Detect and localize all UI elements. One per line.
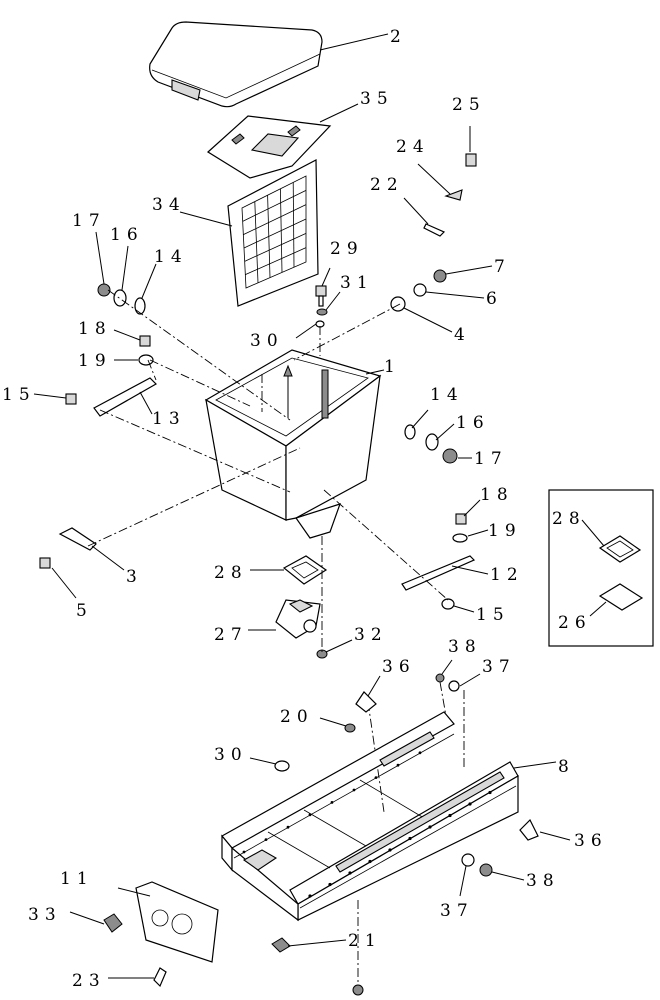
callout-8: 8 <box>558 757 575 777</box>
part-left-bolt <box>113 329 154 366</box>
frame-hole <box>448 813 452 818</box>
part-pin-assembly <box>403 126 477 237</box>
part-right-strap <box>401 555 489 613</box>
part-lid <box>149 21 323 108</box>
part-lower-left-bracket <box>39 527 125 599</box>
part-screen-plate <box>207 115 332 179</box>
callout-23: 23 <box>72 971 106 991</box>
callout-3: 3 <box>126 567 143 587</box>
part-outlet-base <box>248 599 353 659</box>
callout-30-lower: 30 <box>214 745 248 765</box>
part-upper-right-fasteners <box>390 265 493 333</box>
callout-26-inset: 26 <box>558 613 592 633</box>
frame-hole <box>330 801 334 804</box>
callout-24: 24 <box>396 137 430 157</box>
callout-19-upper: 19 <box>78 351 112 371</box>
part-right-bolt <box>452 499 489 543</box>
callout-5: 5 <box>76 601 93 621</box>
callout-14-upper: 14 <box>154 247 188 267</box>
callout-6: 6 <box>486 289 503 309</box>
callout-15-lower: 15 <box>476 605 510 625</box>
callout-15-upper: 15 <box>2 385 36 405</box>
callout-22: 22 <box>370 175 404 195</box>
callout-38-lower: 38 <box>526 871 560 891</box>
frame-hole <box>242 850 246 854</box>
callout-25: 25 <box>452 95 486 115</box>
screen-grid-line <box>243 218 307 249</box>
frame-hole <box>308 813 312 817</box>
part-side-plate <box>69 881 219 988</box>
part-lower-right-fasteners <box>404 409 472 464</box>
callout-37-upper: 37 <box>482 657 516 677</box>
part-frame-bolt-right <box>459 818 571 897</box>
part-left-bracket <box>33 377 157 417</box>
frame-hole <box>488 790 492 795</box>
callout-36-upper: 36 <box>382 657 416 677</box>
callout-2: 2 <box>390 27 407 47</box>
callout-33: 33 <box>28 905 62 925</box>
callout-16-lower: 16 <box>456 413 490 433</box>
screen-grid-line <box>242 189 307 222</box>
part-hopper <box>204 349 382 539</box>
frame-hole <box>468 802 472 806</box>
frame-hole <box>408 836 412 841</box>
inset-panel <box>548 489 654 647</box>
callout-35: 35 <box>360 89 394 109</box>
frame-hole <box>348 871 352 875</box>
callout-32: 32 <box>354 625 388 645</box>
screen-grid-line <box>245 247 307 276</box>
frame-hole <box>308 894 312 898</box>
callout-21: 21 <box>348 931 382 951</box>
callout-14-lower: 14 <box>430 385 464 405</box>
screen-grid-line <box>244 232 307 262</box>
part-upper-left-fasteners <box>95 231 157 315</box>
callout-28: 28 <box>214 563 248 583</box>
callout-30-upper: 30 <box>250 331 284 351</box>
callout-17-upper: 17 <box>72 211 106 231</box>
frame-hole <box>418 751 422 755</box>
frame-hole <box>352 788 356 792</box>
part-center-bolt-stack <box>295 267 341 339</box>
part-outlet-gasket <box>250 555 328 585</box>
frame-hole <box>368 859 372 864</box>
callout-34: 34 <box>152 195 186 215</box>
frame-hole <box>328 882 332 887</box>
frame-hole <box>374 776 378 779</box>
callout-7: 7 <box>494 257 511 277</box>
callout-28-inset: 28 <box>552 509 586 529</box>
callout-18-lower: 18 <box>480 485 514 505</box>
part-grid-screen <box>227 159 319 307</box>
callout-27: 27 <box>214 625 248 645</box>
callout-16-upper: 16 <box>110 225 144 245</box>
callout-18-upper: 18 <box>78 319 112 339</box>
callout-29: 29 <box>330 239 364 259</box>
part-frame-bolt-bottom <box>271 937 364 996</box>
callout-12: 12 <box>490 565 524 585</box>
callout-labels: 2 35 25 24 22 34 17 16 14 29 31 7 6 4 30… <box>2 27 608 991</box>
callout-13: 13 <box>152 409 186 429</box>
callout-31: 31 <box>340 273 374 293</box>
callout-19-lower: 19 <box>488 521 522 541</box>
callout-37-lower: 37 <box>440 901 474 921</box>
callout-1: 1 <box>384 357 401 377</box>
callout-17-lower: 17 <box>474 449 508 469</box>
frame-hole <box>428 825 432 829</box>
part-frame <box>221 711 519 922</box>
callout-38-upper: 38 <box>448 637 482 657</box>
part-frame-hardware <box>249 659 481 772</box>
callout-4: 4 <box>454 325 471 345</box>
frame-hole <box>286 825 290 829</box>
frame-hole <box>396 763 400 767</box>
frame-hole <box>388 848 392 852</box>
callout-11: 11 <box>60 869 94 889</box>
callout-36-lower: 36 <box>574 831 608 851</box>
screen-grid-line <box>243 204 307 236</box>
callout-20: 20 <box>280 707 314 727</box>
frame-hole <box>264 838 268 841</box>
